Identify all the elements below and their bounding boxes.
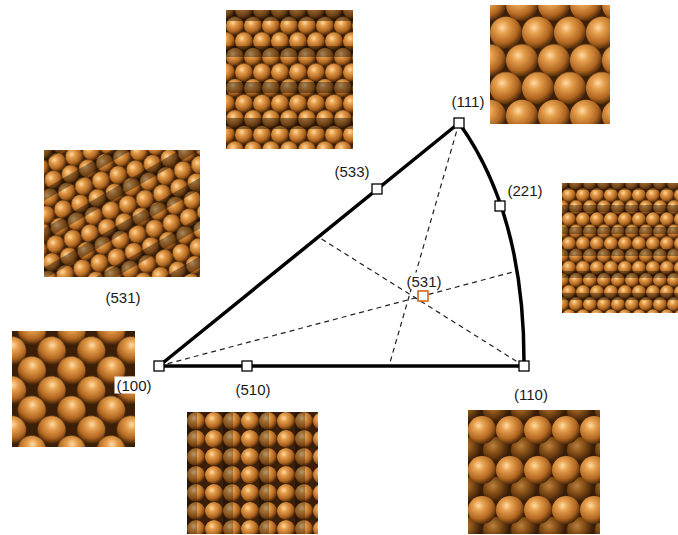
- miller-index-label: (531): [103, 289, 142, 306]
- miller-index-label: (100): [114, 377, 153, 394]
- miller-index-label: (533): [332, 163, 371, 180]
- miller-index-label: (531): [404, 273, 443, 290]
- miller-index-label: (111): [450, 93, 487, 110]
- surface-image: [187, 412, 318, 534]
- surface-image: [226, 10, 353, 149]
- pole-marker: [154, 118, 529, 371]
- dashed-line: [159, 123, 524, 366]
- pole-marker: [418, 291, 428, 301]
- surface-image: [44, 150, 200, 277]
- stereographic-triangle: [159, 123, 524, 366]
- miller-index-label: (110): [512, 386, 550, 403]
- miller-index-label: (221): [505, 182, 544, 199]
- surface-image: [468, 410, 600, 534]
- miller-index-label: (510): [233, 381, 272, 398]
- surface-image: [490, 5, 610, 124]
- surface-image: [562, 183, 678, 313]
